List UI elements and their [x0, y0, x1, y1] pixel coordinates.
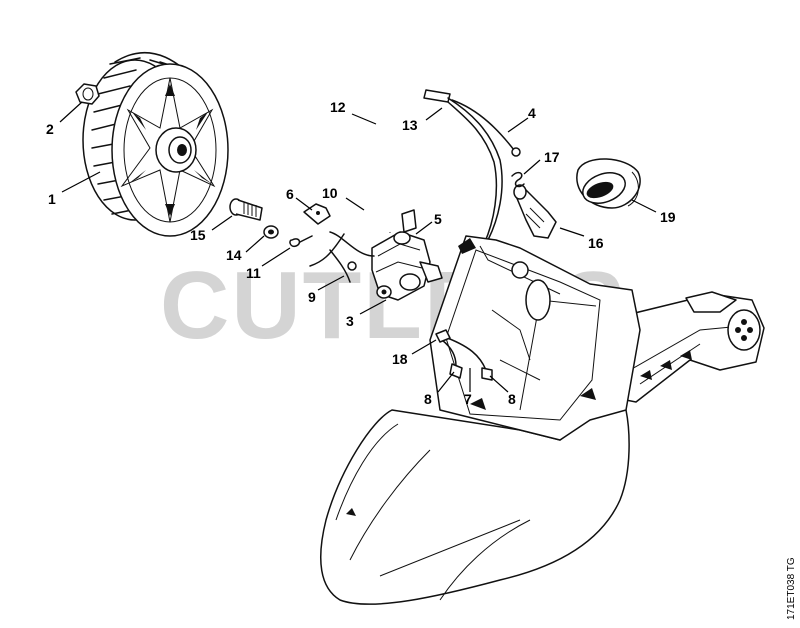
callout-15: 15	[190, 227, 206, 243]
grommet-part	[576, 158, 641, 209]
callout-1: 1	[48, 191, 56, 207]
callout-10: 10	[322, 185, 338, 201]
callout-14: 14	[226, 247, 242, 263]
callout-13: 13	[402, 117, 418, 133]
drawing-code: 171ET038 TG	[786, 557, 797, 620]
callout-9: 9	[308, 289, 316, 305]
screw-part	[229, 198, 263, 221]
callout-5: 5	[434, 211, 442, 227]
flywheel-part	[82, 51, 229, 237]
callout-2: 2	[46, 121, 54, 137]
spark-plug-boot-part	[513, 184, 557, 239]
callout-3: 3	[346, 313, 354, 329]
callout-7: 7	[464, 391, 472, 407]
callout-8a: 8	[424, 391, 432, 407]
callout-11: 11	[246, 265, 261, 281]
callout-17: 17	[544, 149, 560, 165]
short-circuit-wire-lower-part	[435, 329, 493, 381]
washer-part	[263, 225, 279, 239]
ignition-lead-part	[377, 84, 451, 233]
callout-4: 4	[528, 105, 536, 121]
ignition-module-part	[309, 209, 443, 301]
ground-wire-part	[447, 97, 521, 245]
spring-part	[511, 171, 525, 188]
nut-part	[75, 83, 100, 105]
short-circuit-wire-part	[289, 203, 331, 248]
callout-18: 18	[392, 351, 408, 367]
callout-6: 6	[286, 186, 294, 202]
callout-16: 16	[588, 235, 604, 251]
crankcase-housing	[320, 235, 765, 605]
callout-8b: 8	[508, 391, 516, 407]
callout-19: 19	[660, 209, 676, 225]
callout-12: 12	[330, 99, 346, 115]
callout-leaders	[59, 101, 657, 393]
